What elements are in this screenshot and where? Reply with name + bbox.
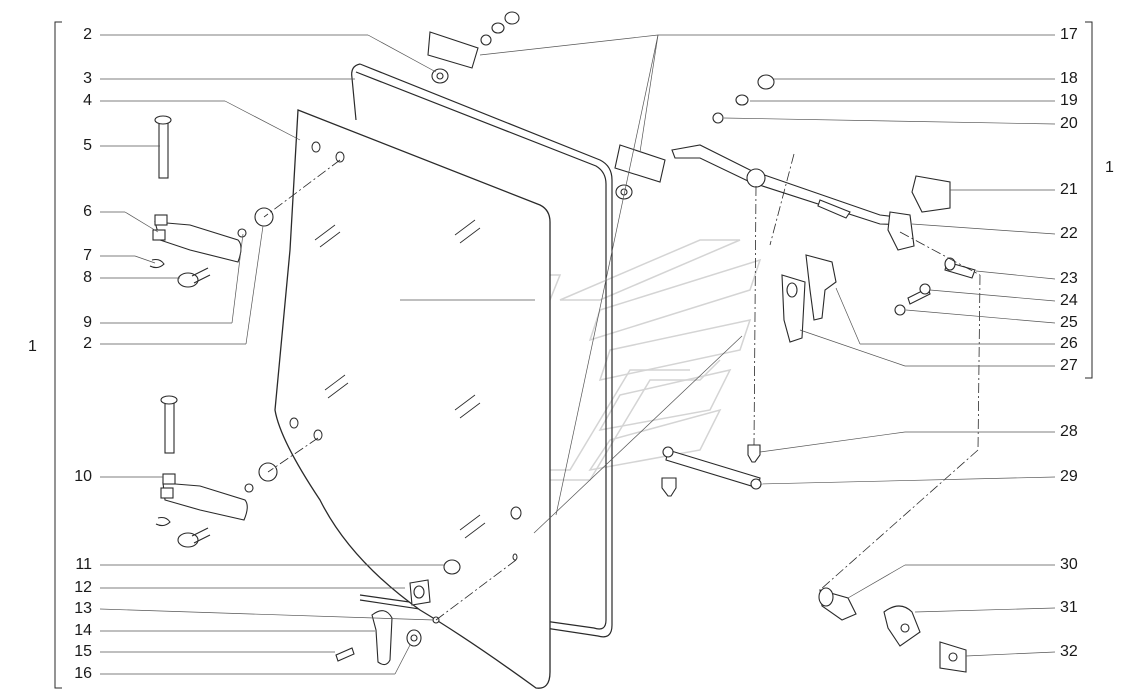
callout-left-2: 3 bbox=[83, 70, 92, 87]
callout-right-14: 30 bbox=[1060, 556, 1078, 573]
callout-left-10: 10 bbox=[74, 468, 92, 485]
lower-rod-parts bbox=[661, 444, 762, 497]
group-label-left: 1 bbox=[28, 338, 37, 355]
callout-right-8: 24 bbox=[1060, 292, 1078, 309]
callout-right-3: 19 bbox=[1060, 92, 1078, 109]
group-label-right: 1 bbox=[1105, 159, 1114, 176]
callout-left-5: 6 bbox=[83, 203, 92, 220]
lower-hinge bbox=[155, 395, 278, 548]
callout-right-4: 20 bbox=[1060, 115, 1078, 132]
callout-left-3: 4 bbox=[83, 92, 92, 109]
assembly-lines bbox=[263, 153, 981, 621]
callout-left-7: 8 bbox=[83, 269, 92, 286]
callout-right-12: 28 bbox=[1060, 423, 1078, 440]
callout-left-15: 15 bbox=[74, 643, 92, 660]
callout-left-13: 13 bbox=[74, 600, 92, 617]
door-seal-frame bbox=[351, 63, 613, 638]
callout-left-11: 11 bbox=[75, 556, 92, 573]
callout-right-7: 23 bbox=[1060, 270, 1078, 287]
glass-reflections bbox=[314, 219, 486, 539]
callout-left-12: 12 bbox=[74, 579, 92, 596]
callout-left-6: 7 bbox=[83, 247, 92, 264]
callout-left-1: 2 bbox=[83, 26, 92, 43]
callout-left-14: 14 bbox=[74, 622, 92, 639]
top-bracket-plates bbox=[427, 11, 666, 200]
callout-left-9: 2 bbox=[83, 335, 92, 352]
callout-right-2: 18 bbox=[1060, 70, 1078, 87]
callout-right-5: 21 bbox=[1060, 181, 1078, 198]
callout-left-16: 16 bbox=[74, 665, 92, 682]
callout-right-13: 29 bbox=[1060, 468, 1078, 485]
callout-right-1: 17 bbox=[1060, 26, 1078, 43]
callout-right-6: 22 bbox=[1060, 225, 1078, 242]
callout-right-9: 25 bbox=[1060, 314, 1078, 331]
callout-left-4: 5 bbox=[83, 137, 92, 154]
callout-right-10: 26 bbox=[1060, 335, 1078, 352]
leader-lines-left bbox=[99, 34, 445, 675]
group-brackets bbox=[54, 21, 1093, 689]
callout-left-8: 9 bbox=[83, 314, 92, 331]
leader-lines-right bbox=[400, 34, 1056, 657]
glass-holes bbox=[289, 141, 522, 561]
callout-right-16: 32 bbox=[1060, 643, 1078, 660]
callout-right-11: 27 bbox=[1060, 357, 1078, 374]
lock-parts bbox=[818, 587, 967, 673]
callout-right-15: 31 bbox=[1060, 599, 1078, 616]
handle-parts bbox=[335, 559, 461, 666]
upper-hinge bbox=[149, 115, 274, 288]
door-rod-assembly bbox=[671, 74, 976, 343]
